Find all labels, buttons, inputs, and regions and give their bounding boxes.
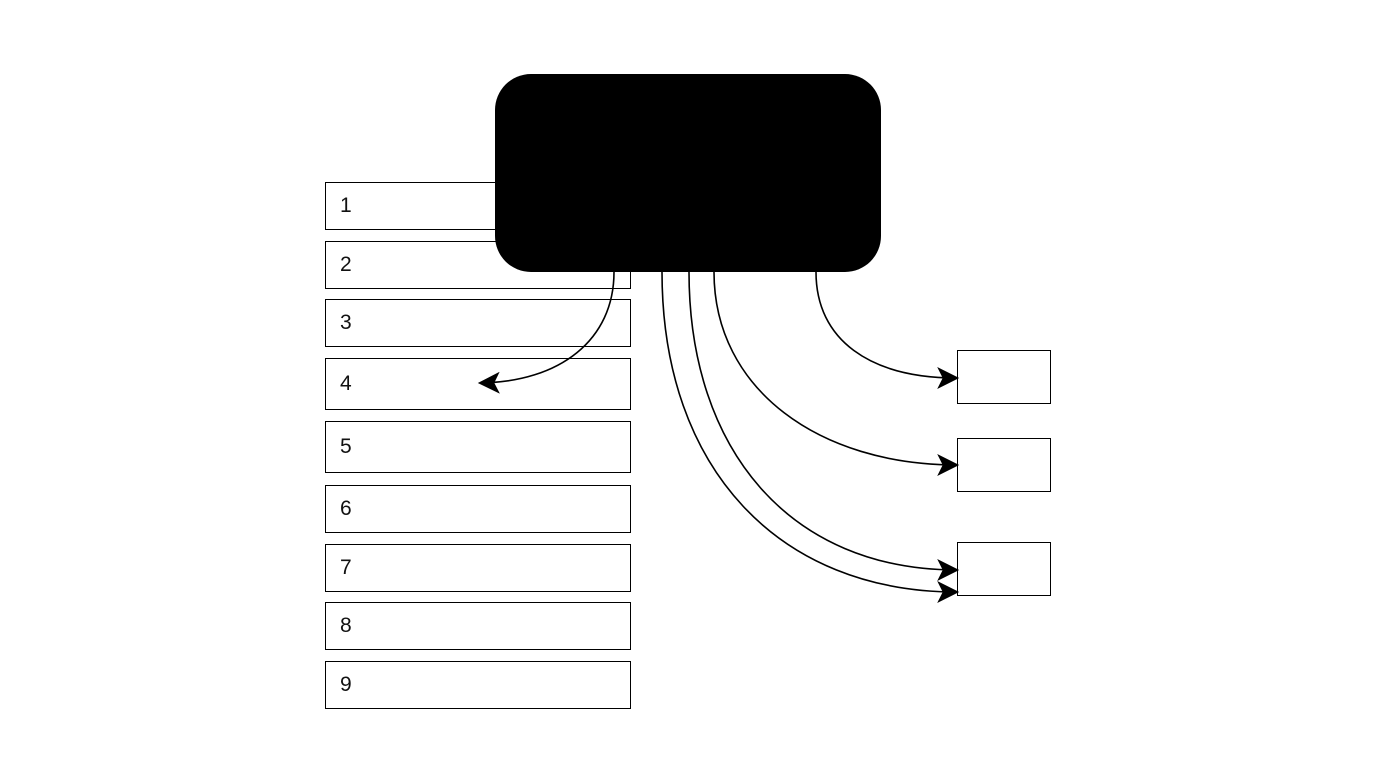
- list-item-label: 5: [340, 435, 352, 458]
- arrow-to-target-box-2: [713, 271, 960, 476]
- target-box-1: [957, 350, 1051, 404]
- arrow-to-target-box-3-lower: [661, 271, 960, 603]
- arrow-to-target-box-3-upper: [688, 271, 960, 581]
- arrow-to-target-box-1: [815, 271, 960, 389]
- list-item-6: 6: [325, 485, 631, 533]
- list-item-8: 8: [325, 602, 631, 650]
- target-box-3: [957, 542, 1051, 596]
- list-item-7: 7: [325, 544, 631, 592]
- list-item-label: 1: [340, 194, 352, 217]
- list-item-label: 7: [340, 556, 352, 579]
- arrow-to-list-item-4: [477, 271, 615, 394]
- main-block: [495, 74, 881, 272]
- list-item-5: 5: [325, 421, 631, 473]
- list-item-9: 9: [325, 661, 631, 709]
- list-item-label: 4: [340, 372, 352, 395]
- list-item-label: 3: [340, 311, 352, 334]
- list-item-3: 3: [325, 299, 631, 347]
- list-item-label: 8: [340, 614, 352, 637]
- list-item-label: 2: [340, 253, 352, 276]
- list-item-label: 6: [340, 497, 352, 520]
- list-item-label: 9: [340, 673, 352, 696]
